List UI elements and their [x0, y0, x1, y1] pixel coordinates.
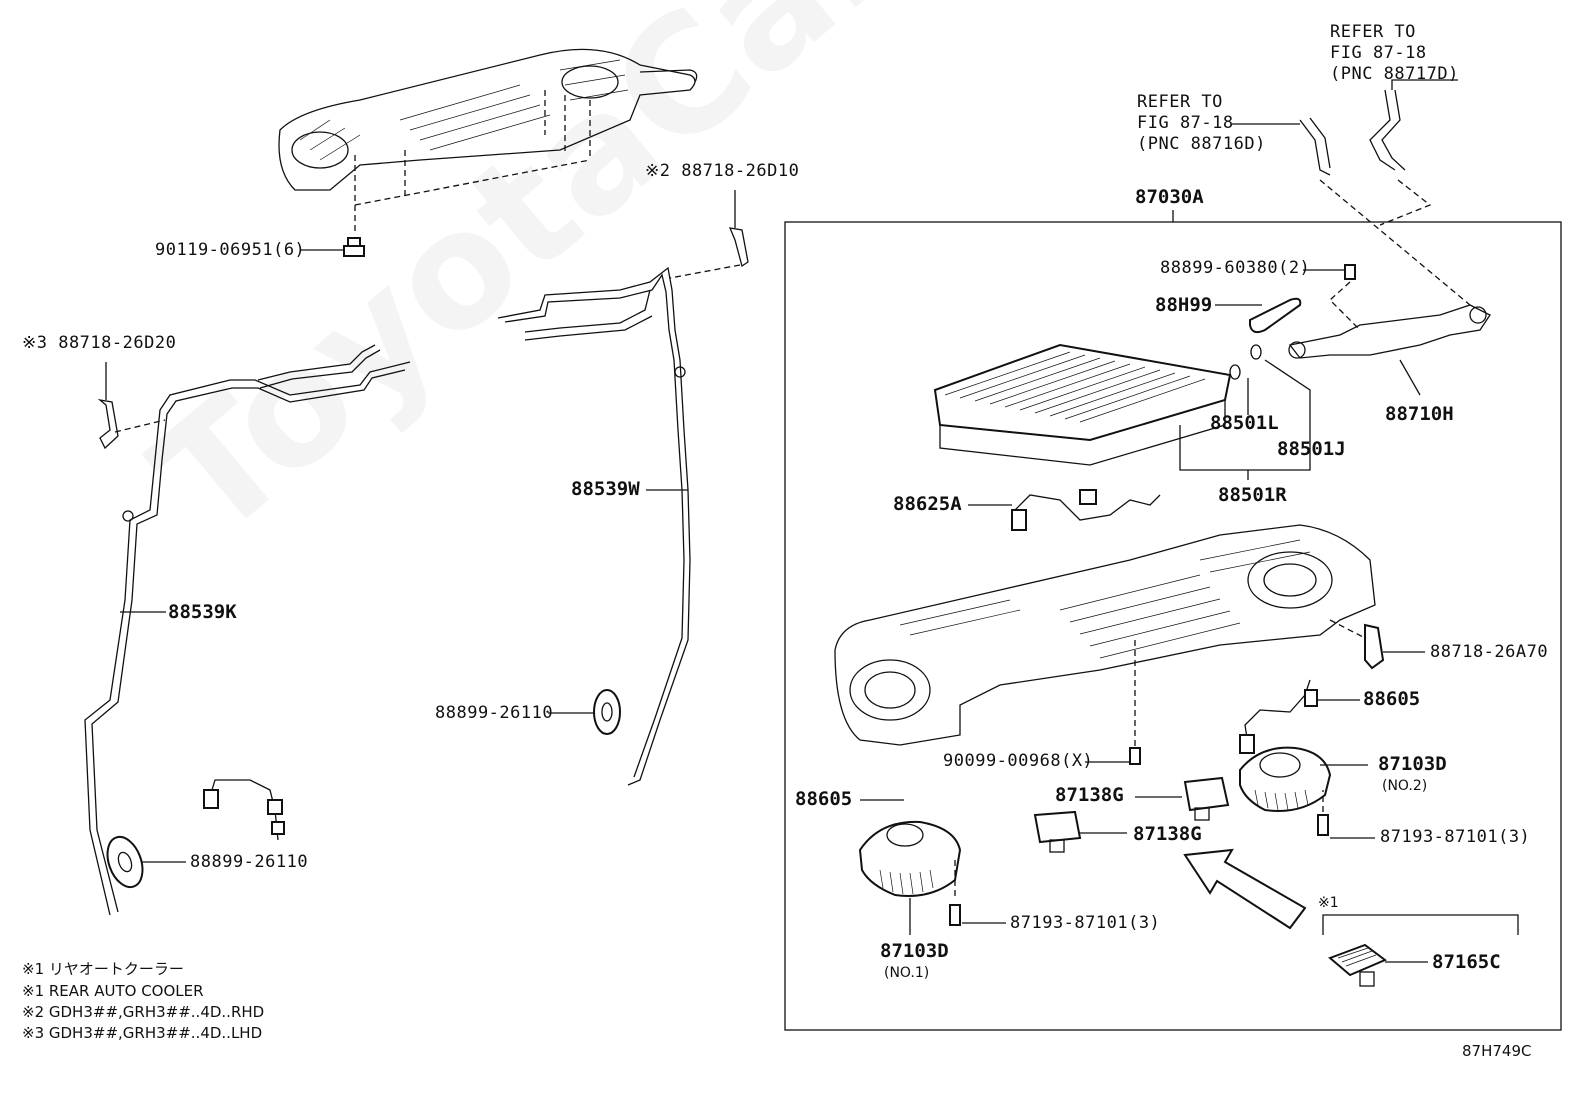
- upper-case-housing: [278, 48, 698, 235]
- note-2: ※2 GDH3##,GRH3##..4D..RHD: [22, 1003, 265, 1021]
- amplifier-87165c: [1322, 914, 1519, 987]
- part-label-87138g-lower[interactable]: 87138G: [1133, 823, 1202, 845]
- assembly-box-87030a: [784, 210, 1562, 1031]
- part-label-88718-26d20[interactable]: ※3 88718-26D20: [22, 333, 177, 353]
- lower-case-housing: [834, 524, 1376, 750]
- figure-code: 87H749C: [1462, 1042, 1532, 1060]
- direction-arrow: [1183, 848, 1307, 930]
- part-label-88605-right[interactable]: 88605: [1363, 688, 1421, 710]
- harness-88605-left: [203, 779, 904, 841]
- refer-top-line1: REFER TO: [1330, 22, 1416, 42]
- part-label-90119-06951[interactable]: 90119-06951(6): [155, 240, 306, 260]
- part-label-88718-26a70[interactable]: 88718-26A70: [1430, 642, 1549, 662]
- clip-88h99: [1215, 297, 1302, 334]
- screw-87193-right: [1317, 790, 1375, 839]
- refer-mid-line3: (PNC 88716D): [1137, 134, 1266, 154]
- part-label-88899-60380[interactable]: 88899-60380(2): [1160, 258, 1311, 278]
- part-label-88501r[interactable]: 88501R: [1218, 484, 1287, 506]
- screw-87193-left: [949, 904, 1006, 926]
- blower-motor-87103d-no1: [858, 820, 962, 935]
- note-1-en: ※1 REAR AUTO COOLER: [22, 982, 204, 1000]
- bolt-90119: [300, 237, 365, 257]
- blower-motor-87103d-no2: [1239, 746, 1368, 812]
- clamp-88718-26d10: [669, 190, 749, 279]
- part-label-88501j[interactable]: 88501J: [1277, 438, 1346, 460]
- part-label-88899-26110-left[interactable]: 88899-26110: [190, 852, 309, 872]
- note-3: ※3 GDH3##,GRH3##..4D..LHD: [22, 1024, 263, 1042]
- part-label-87103d-no2[interactable]: 87103D: [1378, 753, 1447, 775]
- part-sub-87103d-no2: (NO.2): [1382, 778, 1428, 794]
- refer-tubes: [1232, 79, 1471, 306]
- part-label-88605-left[interactable]: 88605: [795, 788, 853, 810]
- grommet-88899-26110-right: [548, 689, 621, 735]
- part-label-87165c[interactable]: 87165C: [1432, 951, 1501, 973]
- note-1-jp: ※1 リヤオートクーラー: [22, 960, 184, 978]
- harness-88605-right: [1239, 679, 1360, 754]
- pipe-88539w: [497, 266, 691, 786]
- evaporator-88501r: [933, 343, 1311, 480]
- part-sub-87103d-no1: (NO.1): [884, 965, 930, 981]
- part-label-88539w[interactable]: 88539W: [571, 478, 640, 500]
- tube-88710h: [1288, 304, 1491, 396]
- refer-top-line2: FIG 87-18: [1330, 43, 1427, 63]
- pipe-88539k: [84, 344, 411, 916]
- refer-mid-line1: REFER TO: [1137, 92, 1223, 112]
- part-label-87138g-upper[interactable]: 87138G: [1055, 784, 1124, 806]
- part-label-88501l[interactable]: 88501L: [1210, 412, 1279, 434]
- sensor-88625a: [968, 489, 1161, 531]
- part-label-88h99[interactable]: 88H99: [1155, 294, 1213, 316]
- screw-88899-60380: [1303, 264, 1361, 331]
- grommet-88899-26110-left: [106, 835, 186, 889]
- part-label-87193-left[interactable]: 87193-87101(3): [1010, 913, 1161, 933]
- part-label-87193-right[interactable]: 87193-87101(3): [1380, 827, 1531, 847]
- bracket-88718-26a70: [1364, 623, 1425, 670]
- part-label-88899-26110-right[interactable]: 88899-26110: [435, 703, 554, 723]
- part-label-87103d-no1[interactable]: 87103D: [880, 940, 949, 962]
- part-label-90099-00968[interactable]: 90099-00968(X): [943, 751, 1094, 771]
- clamp-88718-26d20: [97, 362, 166, 450]
- part-label-88710h[interactable]: 88710H: [1385, 403, 1454, 425]
- bolt-90099-00968: [1085, 747, 1141, 765]
- resistor-87138g-upper: [1135, 776, 1230, 821]
- refer-mid-line2: FIG 87-18: [1137, 113, 1234, 133]
- rear-auto-cooler-mark: ※1: [1318, 895, 1339, 911]
- part-label-88718-26d10[interactable]: ※2 88718-26D10: [645, 161, 800, 181]
- part-label-88625a[interactable]: 88625A: [893, 493, 962, 515]
- part-label-88539k[interactable]: 88539K: [168, 601, 237, 623]
- resistor-87138g-lower: [1033, 810, 1127, 853]
- part-label-87030a[interactable]: 87030A: [1135, 186, 1204, 208]
- refer-top-line3: (PNC 88717D): [1330, 64, 1459, 84]
